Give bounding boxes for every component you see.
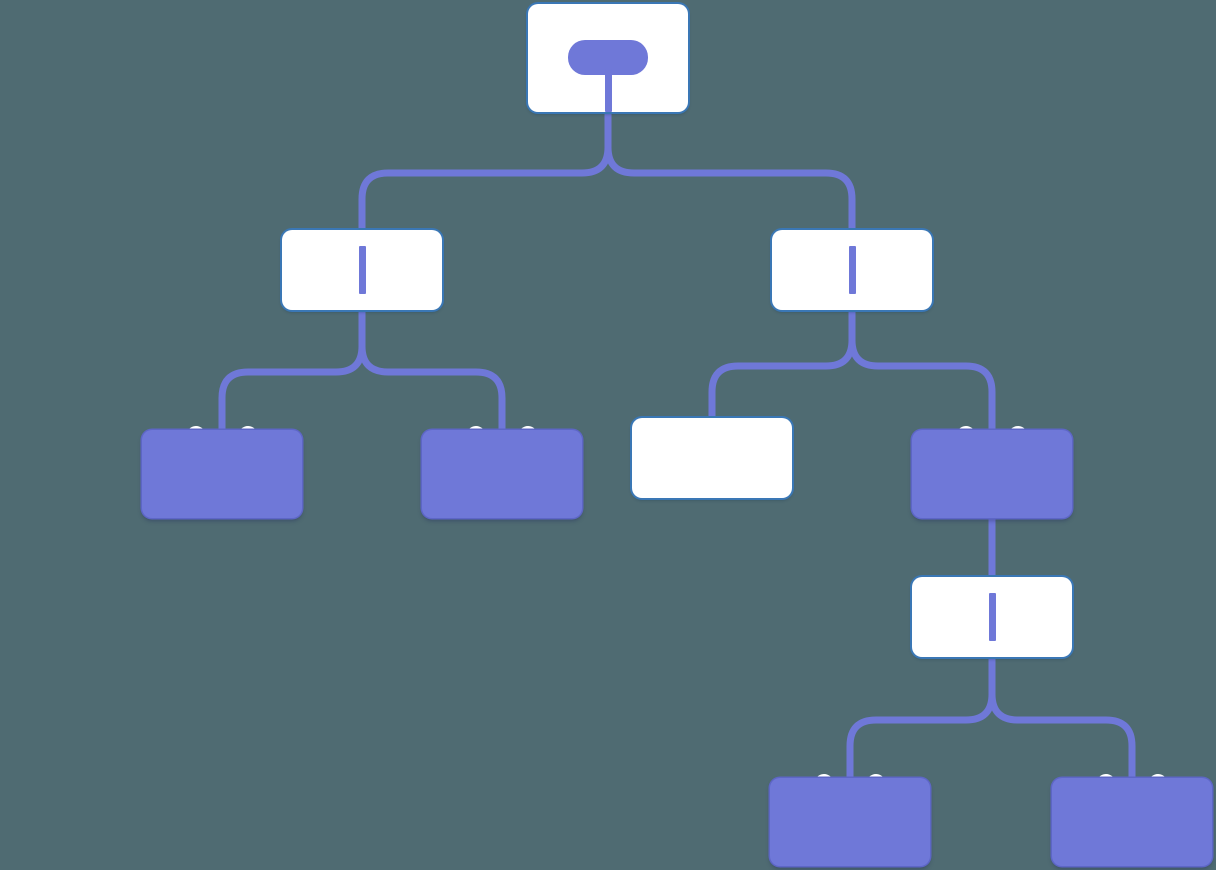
node-n-leaf-a[interactable] bbox=[770, 778, 930, 866]
node-n-leaf-b[interactable] bbox=[1052, 778, 1212, 866]
node-n-r1-a[interactable] bbox=[632, 418, 792, 498]
edge-e-root-l1 bbox=[358, 112, 612, 230]
node-badge-stem bbox=[605, 69, 612, 112]
edge-e-root-r1 bbox=[604, 112, 856, 230]
node-root[interactable] bbox=[528, 4, 688, 112]
node-passthrough-line bbox=[849, 246, 856, 294]
node-n-l1-a[interactable] bbox=[142, 430, 302, 518]
node-n-r1-b[interactable] bbox=[912, 430, 1072, 518]
node-passthrough-line bbox=[359, 246, 366, 294]
node-passthrough-line bbox=[989, 593, 996, 641]
node-n-l1-b[interactable] bbox=[422, 430, 582, 518]
edge-e-r1-a bbox=[708, 310, 856, 418]
